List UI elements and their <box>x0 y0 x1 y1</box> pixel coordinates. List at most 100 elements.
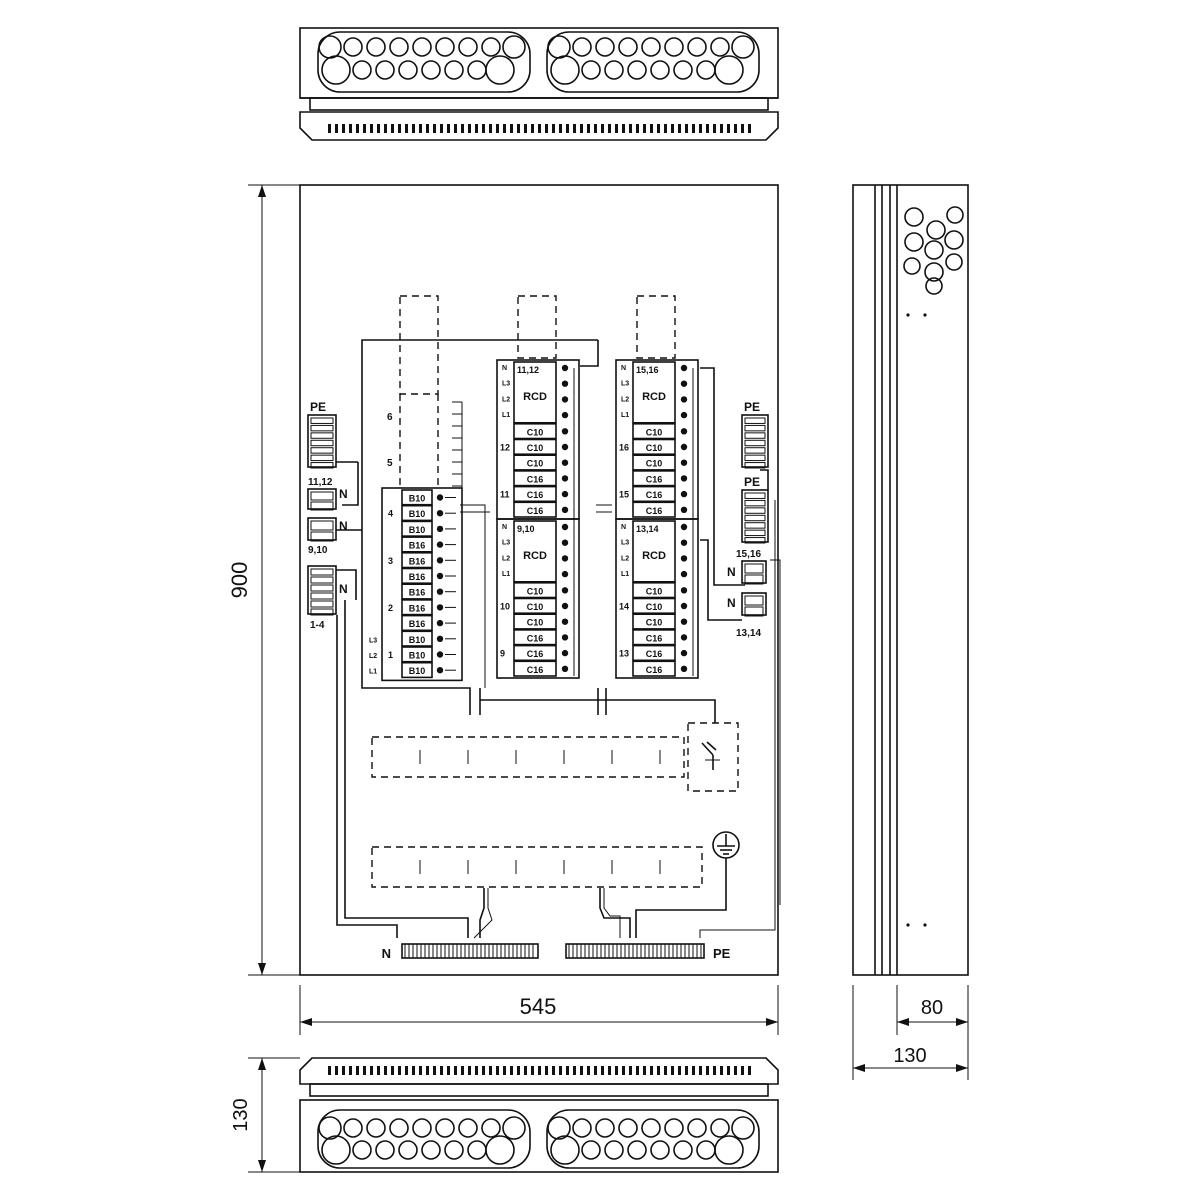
cable-gland-hole <box>343 1118 363 1138</box>
cable-gland-hole <box>650 1140 670 1160</box>
vent-slot <box>391 1066 394 1075</box>
terminal-clamp <box>744 462 766 469</box>
vent-slot <box>412 1066 415 1075</box>
cable-gland-hole <box>627 1140 647 1160</box>
cable-gland-hole <box>502 35 526 59</box>
terminal-clamp <box>310 417 334 424</box>
breaker-screw <box>561 475 569 482</box>
breaker-column-1: B10B10B10B16B16B16B16B16B16B10B10B104321… <box>369 401 463 682</box>
cable-gland-hole <box>321 1135 351 1165</box>
cable-gland-hole <box>714 1135 744 1165</box>
phase-label: L1 <box>369 669 377 676</box>
breaker-body <box>513 629 557 646</box>
pe-bus-label: PE <box>713 946 731 961</box>
block-13-14-label: 13,14 <box>736 628 761 639</box>
cable-gland-hole <box>444 60 464 80</box>
height-dimension: 900 <box>227 562 252 599</box>
pole-label: L1 <box>621 571 629 578</box>
vent-slot <box>734 124 737 133</box>
cable-gland-hole <box>318 1116 342 1140</box>
breaker-body <box>632 470 676 487</box>
rcd-label: RCD <box>642 550 666 562</box>
rcd-group-label: 13,14 <box>636 524 659 534</box>
vent-slot <box>419 1066 422 1075</box>
rcd-body <box>513 520 557 583</box>
terminal-clamp <box>744 432 766 439</box>
cable-gland-hole <box>550 55 580 85</box>
vent-slot <box>727 1066 730 1075</box>
breaker-rating-label: C10 <box>646 459 663 469</box>
side-gland-hole <box>945 253 963 271</box>
breaker-body <box>513 501 557 518</box>
terminal-clamp <box>310 424 334 432</box>
terminal-clamp <box>310 491 334 501</box>
cable-gland-hole <box>435 1118 455 1138</box>
pe-right-mid-label: PE <box>744 475 760 489</box>
pole-label: L3 <box>621 381 629 388</box>
breaker-rating-label: C16 <box>646 649 663 659</box>
cable-gland-hole <box>572 37 592 57</box>
vent-slot <box>636 124 639 133</box>
circuit-group-number: 16 <box>619 443 629 453</box>
vent-slot <box>356 1066 359 1075</box>
vent-slot <box>587 124 590 133</box>
terminal-clamp <box>744 417 766 424</box>
cable-gland-hole <box>352 60 372 80</box>
breaker-rating-label: C10 <box>527 618 544 628</box>
breaker-body <box>632 629 676 646</box>
vent-slot <box>741 1066 744 1075</box>
vent-slot <box>496 1066 499 1075</box>
vent-slot <box>433 1066 436 1075</box>
breaker-body <box>401 504 433 522</box>
cable-gland-hole <box>352 1140 372 1160</box>
side-gland-hole <box>946 206 964 224</box>
cable-gland-hole <box>664 1118 684 1138</box>
breaker-screw <box>680 428 688 435</box>
cable-gland-hole <box>604 1140 624 1160</box>
breaker-rating-label: B16 <box>409 556 426 566</box>
rcd-screw <box>561 380 569 387</box>
cable-gland-hole <box>618 37 638 57</box>
cable-gland-hole <box>467 1140 487 1160</box>
circuit-group-number: 2 <box>388 603 393 613</box>
side-gland-hole <box>925 277 943 295</box>
breaker-body <box>401 661 433 679</box>
breaker-rating-label: B10 <box>409 509 426 519</box>
breaker-screw <box>561 428 569 435</box>
breaker-rating-label: B16 <box>409 619 426 629</box>
breaker-rating-label: B10 <box>409 525 426 535</box>
vent-slot <box>538 124 541 133</box>
vent-slot <box>468 1066 471 1075</box>
right-terminal-blocks: PE PE 15,16 N N 13,14 <box>727 400 769 639</box>
cable-gland-hole <box>458 37 478 57</box>
vent-slot <box>412 124 415 133</box>
bottom-depth-dimension: 130 <box>230 1098 252 1131</box>
vent-slot <box>664 1066 667 1075</box>
breaker-screw <box>680 665 688 672</box>
breaker-rating-label: C10 <box>527 586 544 596</box>
breaker-screw <box>561 443 569 451</box>
rcd-body <box>632 520 676 583</box>
cable-gland-hole <box>421 1140 441 1160</box>
cable-gland-hole <box>687 37 707 57</box>
vent-slot <box>559 1066 562 1075</box>
block-9-10-label: 9,10 <box>308 545 328 556</box>
rcd-screw <box>561 570 569 578</box>
terminal-clamp <box>744 507 766 514</box>
cable-gland-hole <box>421 60 441 80</box>
vent-slot <box>468 124 471 133</box>
terminal-clamp <box>310 454 334 462</box>
breaker-screw <box>436 651 444 658</box>
vent-slot <box>671 124 674 133</box>
pole-label: L1 <box>502 412 510 419</box>
top-view <box>299 27 779 141</box>
breaker-rating-label: C10 <box>646 602 663 612</box>
vent-slot <box>587 1066 590 1075</box>
vent-slot <box>629 124 632 133</box>
vent-slot <box>601 124 604 133</box>
block-15-16-n: N <box>727 565 736 579</box>
vent-slot <box>398 124 401 133</box>
side-gland-hole <box>904 232 924 252</box>
pole-label: L2 <box>621 555 629 562</box>
terminal-clamp <box>310 584 334 592</box>
